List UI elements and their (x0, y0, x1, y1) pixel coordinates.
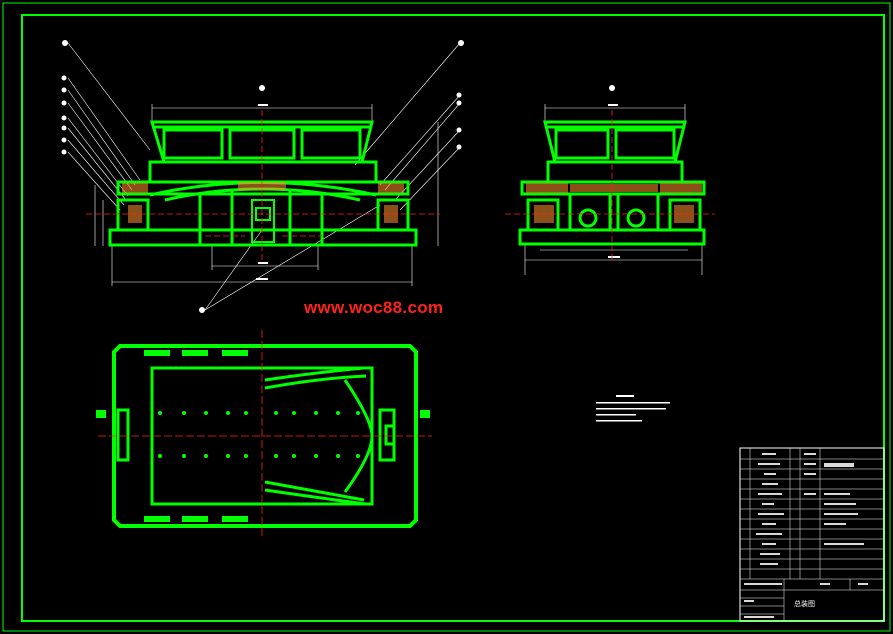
side-hopper (518, 120, 706, 246)
plan-outer (112, 344, 418, 528)
front-view (61, 40, 464, 313)
side-view-dimensions (524, 104, 703, 275)
side-view-dim-ticks (608, 85, 620, 258)
plan-inner (116, 366, 396, 506)
side-centerlines (505, 110, 715, 260)
side-view (505, 85, 715, 275)
inner-frame (21, 14, 885, 622)
front-body (108, 160, 418, 247)
drawing-title: 总装图 (794, 599, 815, 608)
plan-view (96, 330, 432, 536)
title-block: 总装图 (739, 447, 885, 622)
technical-notes (596, 395, 670, 422)
front-view-leaders (67, 42, 461, 311)
plan-bosses (96, 350, 430, 522)
front-spindle (251, 199, 275, 243)
front-hatch (122, 182, 404, 223)
front-view-dimensions (94, 104, 439, 286)
watermark-text: www.woc88.com (304, 298, 444, 317)
side-hatch (526, 183, 702, 223)
title-block-rows (740, 448, 884, 621)
plan-holes (158, 411, 360, 458)
front-centerlines (86, 110, 440, 262)
title-block-cell-marks (744, 453, 868, 618)
front-view-dim-ticks (256, 104, 268, 280)
front-view-leader-dots (61, 40, 464, 313)
plan-centerlines (98, 330, 432, 536)
